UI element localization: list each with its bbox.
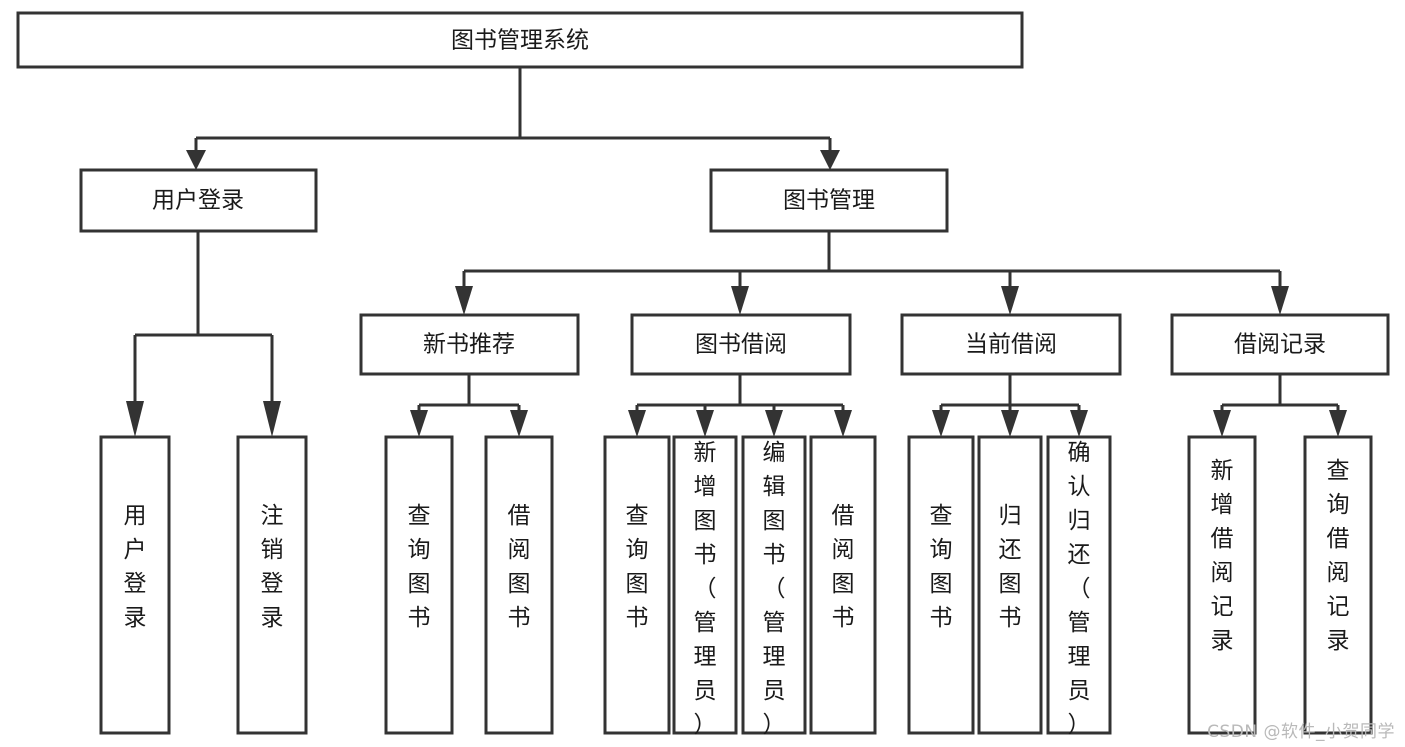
leaf-borrow-record-add-box[interactable] [1187, 435, 1257, 735]
leaf-book-borrow-query-label: 查询图书 [626, 503, 649, 631]
node-book-management-box[interactable] [709, 168, 949, 233]
arrow-current-borrow-leaf-3 [1070, 410, 1088, 437]
leaf-user-login-login-box[interactable] [99, 435, 171, 735]
leaf-user-login-login[interactable]: 用户登录 [99, 435, 171, 735]
node-book-borrow-label: 图书借阅 [695, 332, 787, 358]
leaf-book-borrow-edit-box[interactable] [741, 435, 807, 735]
leaf-book-borrow-borrow[interactable]: 借阅图书 [809, 435, 877, 735]
node-user-login-label: 用户登录 [152, 188, 244, 214]
leaf-book-borrow-query[interactable]: 查询图书 [603, 435, 671, 735]
leaf-book-borrow-borrow-box[interactable] [809, 435, 877, 735]
arrow-root-to-user-login [186, 150, 206, 170]
arrow-user-login-leaf-2 [263, 401, 281, 437]
node-current-borrow-label: 当前借阅 [965, 332, 1057, 358]
arrow-book-mgmt-to-borrow-record [1271, 286, 1289, 315]
node-user-login-box[interactable] [79, 168, 318, 233]
node-user-login[interactable]: 用户登录 [79, 168, 318, 233]
leaf-book-borrow-edit[interactable]: 编辑图书（管理员） [741, 435, 807, 738]
arrow-book-borrow-leaf-2 [696, 410, 714, 437]
leaf-current-borrow-return-label: 归还图书 [999, 503, 1022, 631]
leaf-new-book-borrow-box[interactable] [484, 435, 554, 735]
leaf-user-login-logout-box[interactable] [236, 435, 308, 735]
leaf-borrow-record-query[interactable]: 查询借阅记录 [1303, 435, 1373, 735]
arrow-user-login-leaf-1 [126, 401, 144, 437]
node-root-system[interactable]: 图书管理系统 [16, 11, 1024, 69]
leaf-new-book-query[interactable]: 查询图书 [384, 435, 454, 735]
leaf-borrow-record-add[interactable]: 新增借阅记录 [1187, 435, 1257, 735]
leaf-borrow-record-query-label: 查询借阅记录 [1327, 458, 1350, 654]
arrow-current-borrow-leaf-1 [932, 410, 950, 437]
arrow-book-borrow-leaf-1 [628, 410, 646, 437]
arrow-book-borrow-leaf-4 [834, 410, 852, 437]
node-borrow-record[interactable]: 借阅记录 [1170, 313, 1390, 376]
arrow-current-borrow-leaf-2 [1001, 410, 1019, 437]
arrow-new-book-leaf-1 [410, 410, 428, 437]
arrow-book-mgmt-to-current-borrow [1001, 286, 1019, 315]
leaf-current-borrow-query-box[interactable] [907, 435, 975, 735]
node-book-borrow[interactable]: 图书借阅 [630, 313, 852, 376]
leaf-book-borrow-borrow-label: 借阅图书 [832, 503, 855, 631]
leaf-book-borrow-add-label: 新增图书（管理员） [694, 440, 717, 738]
node-book-borrow-box[interactable] [630, 313, 852, 376]
leaf-new-book-borrow[interactable]: 借阅图书 [484, 435, 554, 735]
leaf-borrow-record-query-box[interactable] [1303, 435, 1373, 735]
node-new-book-recommend-box[interactable] [359, 313, 580, 376]
leaf-new-book-borrow-label: 借阅图书 [508, 503, 531, 631]
node-current-borrow[interactable]: 当前借阅 [900, 313, 1122, 376]
leaf-user-login-login-label: 用户登录 [124, 503, 147, 631]
leaf-current-borrow-query[interactable]: 查询图书 [907, 435, 975, 735]
leaf-user-login-logout[interactable]: 注销登录 [236, 435, 308, 735]
arrow-root-to-book-mgmt [820, 150, 840, 170]
leaf-current-borrow-confirm-box[interactable] [1046, 435, 1112, 735]
node-borrow-record-box[interactable] [1170, 313, 1390, 376]
leaf-book-borrow-add-box[interactable] [672, 435, 738, 735]
node-root-system-label: 图书管理系统 [451, 28, 589, 54]
node-book-management[interactable]: 图书管理 [709, 168, 949, 233]
leaf-book-borrow-edit-label: 编辑图书（管理员） [763, 440, 786, 738]
leaf-current-borrow-return-box[interactable] [977, 435, 1043, 735]
arrow-book-borrow-leaf-3 [765, 410, 783, 437]
leaf-new-book-query-label: 查询图书 [408, 503, 431, 631]
leaf-book-borrow-query-box[interactable] [603, 435, 671, 735]
connector-layer [126, 67, 1347, 437]
leaf-book-borrow-add[interactable]: 新增图书（管理员） [672, 435, 738, 738]
node-root-system-box[interactable] [16, 11, 1024, 69]
arrow-book-mgmt-to-new-book [455, 286, 473, 315]
node-new-book-recommend-label: 新书推荐 [423, 332, 515, 358]
leaf-new-book-query-box[interactable] [384, 435, 454, 735]
leaf-user-login-logout-label: 注销登录 [261, 503, 284, 631]
node-book-management-label: 图书管理 [783, 188, 875, 214]
leaf-current-borrow-query-label: 查询图书 [930, 503, 953, 631]
node-new-book-recommend[interactable]: 新书推荐 [359, 313, 580, 376]
arrow-borrow-record-leaf-1 [1213, 410, 1231, 437]
node-current-borrow-box[interactable] [900, 313, 1122, 376]
leaf-borrow-record-add-label: 新增借阅记录 [1211, 458, 1234, 654]
leaf-current-borrow-return[interactable]: 归还图书 [977, 435, 1043, 735]
arrow-book-mgmt-to-book-borrow [731, 286, 749, 315]
arrow-new-book-leaf-2 [510, 410, 528, 437]
leaf-current-borrow-confirm[interactable]: 确认归还（管理员） [1046, 435, 1112, 738]
arrow-borrow-record-leaf-2 [1329, 410, 1347, 437]
node-borrow-record-label: 借阅记录 [1234, 332, 1326, 358]
leaf-current-borrow-confirm-label: 确认归还（管理员） [1068, 440, 1091, 738]
